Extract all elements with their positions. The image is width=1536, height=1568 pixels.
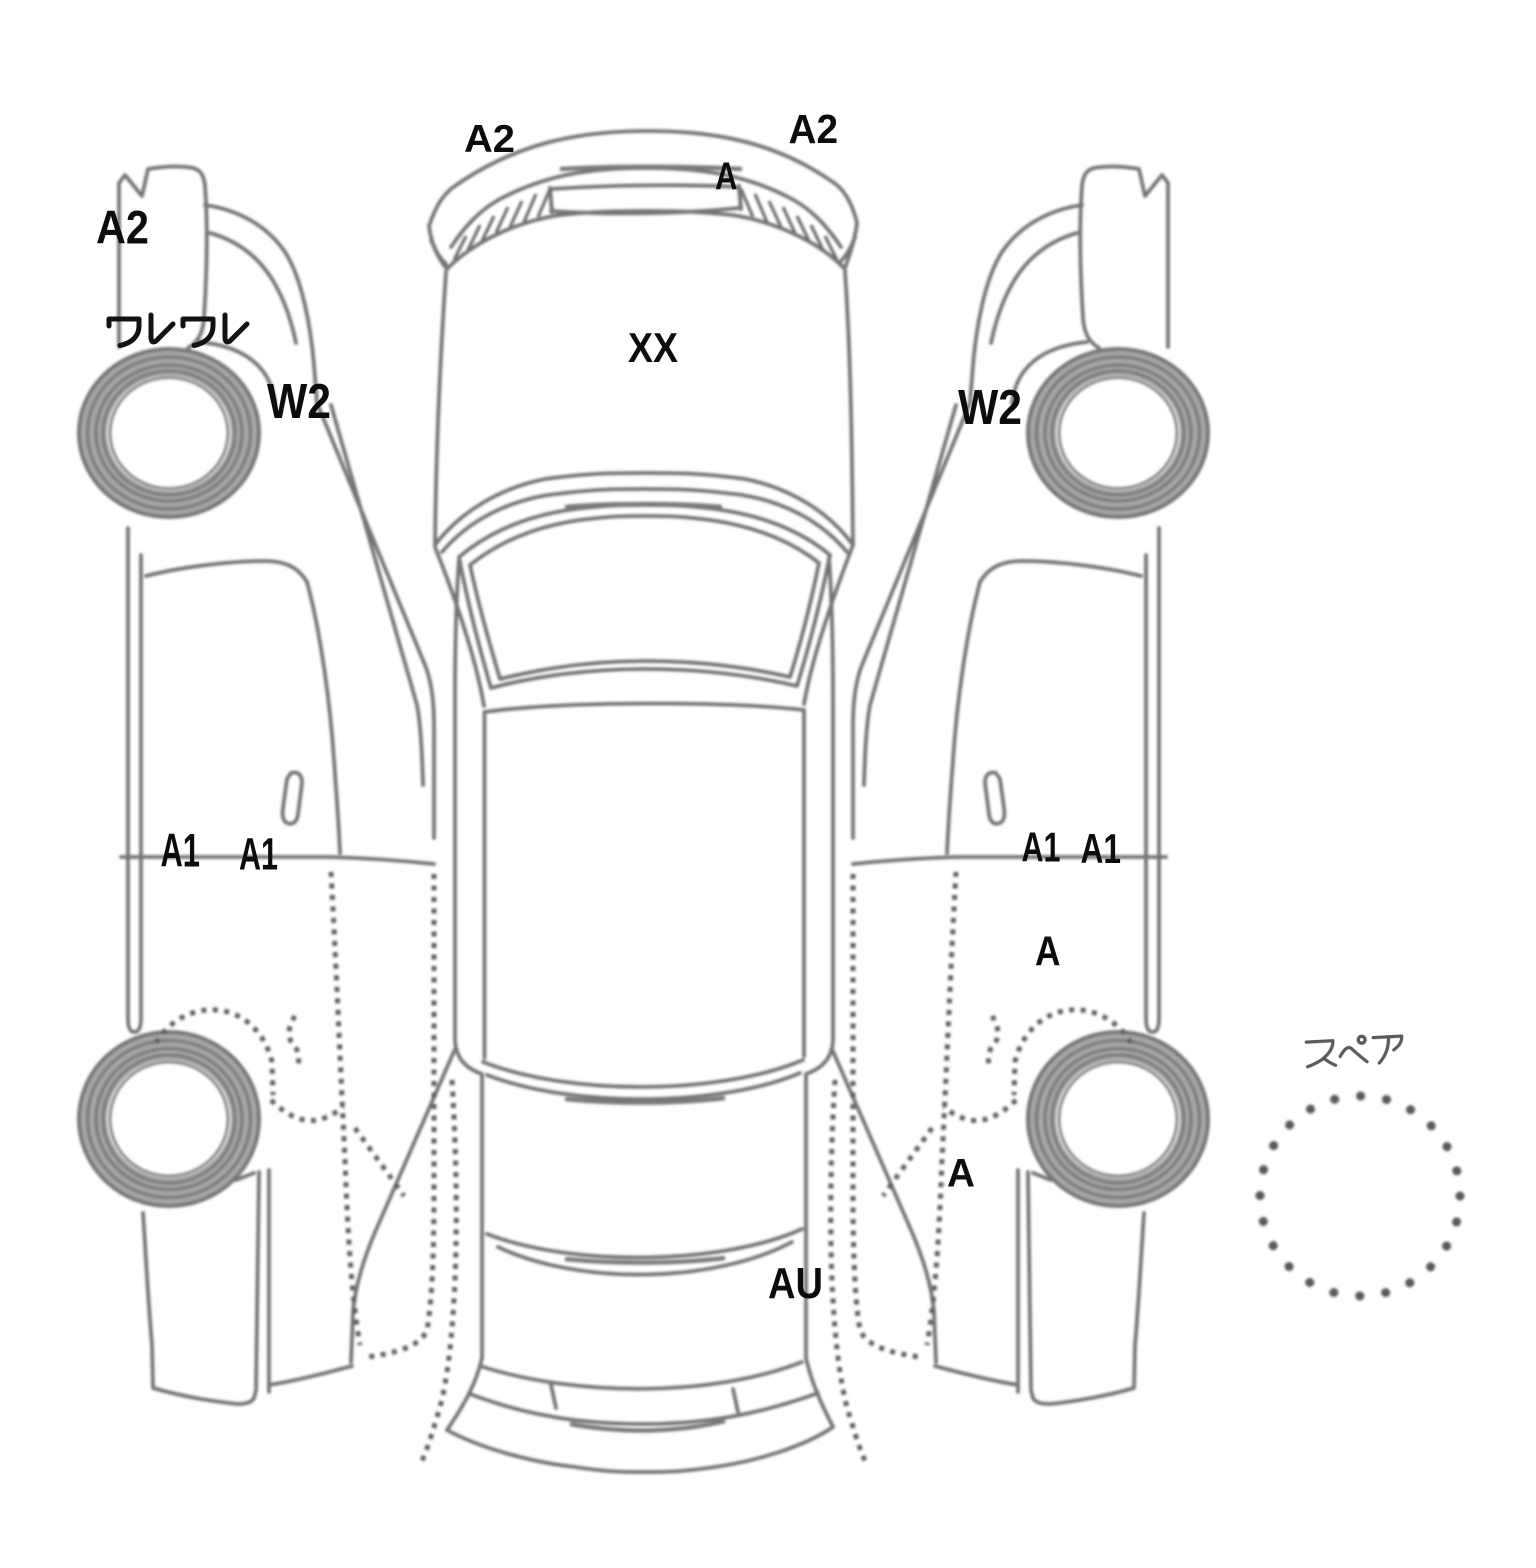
svg-text:A: A [715, 156, 738, 199]
svg-text:A2: A2 [464, 118, 515, 161]
svg-text:A1: A1 [1022, 824, 1061, 871]
svg-text:W2: W2 [958, 381, 1022, 435]
svg-text:A1: A1 [1081, 825, 1122, 872]
svg-text:AU: AU [768, 1260, 823, 1308]
svg-text:A1: A1 [161, 824, 201, 877]
svg-text:A2: A2 [96, 201, 149, 254]
svg-text:A: A [1035, 928, 1061, 975]
svg-text:XX: XX [628, 324, 678, 371]
svg-text:A2: A2 [789, 106, 839, 152]
svg-text:W2: W2 [267, 375, 331, 429]
svg-text:A: A [947, 1152, 975, 1196]
svg-text:A1: A1 [239, 829, 278, 880]
